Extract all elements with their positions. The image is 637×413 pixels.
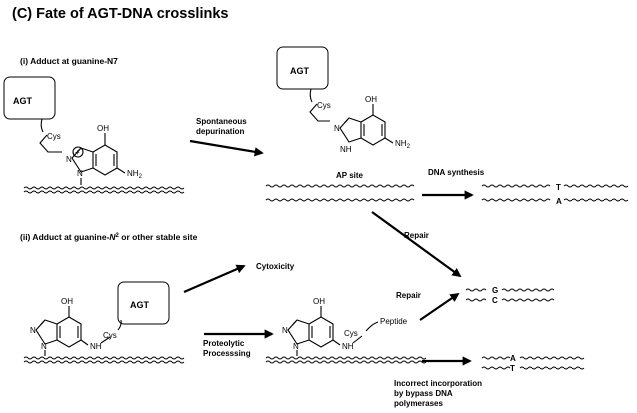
incorrect-label-2: by bypass DNA xyxy=(394,389,453,398)
incorrect-label-1: Incorrect incorporation xyxy=(394,379,482,388)
bypass-bottom-strand xyxy=(481,366,585,370)
peptide-label: Peptide xyxy=(380,317,408,326)
agt-protein-box-2 xyxy=(276,46,329,90)
n9-atom-label-3: N xyxy=(41,342,47,351)
dna-strand-ap-site xyxy=(265,184,415,202)
bypass-top-strand xyxy=(481,356,585,360)
repaired-top-strand xyxy=(465,288,555,292)
nh-label-2: NH xyxy=(90,342,102,351)
agt-label: AGT xyxy=(13,96,33,106)
cys-label-3: Cys xyxy=(103,331,117,340)
proteolytic-label-1: Proteolytic xyxy=(203,339,245,348)
repaired-base-top: G xyxy=(492,286,498,295)
cys-label: Cys xyxy=(47,132,61,141)
cytoxicity-arrow xyxy=(183,264,246,294)
oh-label-3: OH xyxy=(61,297,73,306)
repaired-base-bottom: C xyxy=(492,296,498,305)
dna-synthesis-top-strand xyxy=(481,184,629,188)
bypass-base-bottom: T xyxy=(510,364,515,373)
repair-arrow-ap xyxy=(371,211,462,278)
oh-label: OH xyxy=(97,124,109,133)
depurination-label-2: depurination xyxy=(196,127,245,136)
proteolytic-label-2: Processsing xyxy=(203,349,251,358)
dna-synthesis-bottom-strand xyxy=(481,198,629,202)
agt-label-3: AGT xyxy=(130,300,150,310)
dna-strand-n2 xyxy=(23,356,185,364)
nh-label: NH xyxy=(340,145,352,154)
agt-protein-box xyxy=(3,76,56,120)
repaired-bottom-strand xyxy=(465,298,555,302)
page-title: (C) Fate of AGT-DNA crosslinks xyxy=(12,6,228,22)
section-n2-label: (ii) Adduct at guanine-N2 or other stabl… xyxy=(20,232,198,242)
incorrect-label-3: polymerases xyxy=(394,399,443,408)
agt-label-2: AGT xyxy=(290,66,310,76)
n2-adduct-structure: AGT N OH N NH Cys xyxy=(30,281,170,356)
dna-strand-n7 xyxy=(23,186,185,194)
oh-label-4: OH xyxy=(313,297,325,306)
positive-charge-sign: + xyxy=(75,148,80,157)
amine-label: NH2 xyxy=(127,169,143,180)
n9-atom-label: N xyxy=(77,169,83,178)
peptide-adduct-structure: N OH N NH Cys Peptide xyxy=(282,297,408,356)
released-adduct-structure: AGT Cys N OH NH NH2 xyxy=(276,46,411,154)
nh-label-3: NH xyxy=(342,342,354,351)
synthesis-base-bottom: A xyxy=(556,197,562,206)
dna-strand-peptide xyxy=(265,356,427,364)
n9-atom-label-4: N xyxy=(293,342,299,351)
cytoxicity-label: Cytoxicity xyxy=(256,262,295,271)
repair-label-1: Repair xyxy=(404,231,429,240)
n7-atom-label-3: N xyxy=(30,326,36,335)
dna-synthesis-label: DNA synthesis xyxy=(428,168,485,177)
depurination-label-1: Spontaneous xyxy=(196,117,247,126)
positive-charge-icon xyxy=(72,146,84,158)
repair-label-2: Repair xyxy=(396,291,421,300)
ap-site-label: AP site xyxy=(336,171,364,180)
bypass-base-top: A xyxy=(510,354,516,363)
amine-label-2: NH2 xyxy=(395,139,411,150)
cys-label-2: Cys xyxy=(317,101,331,110)
repair-arrow-peptide xyxy=(419,292,460,321)
section-n7-label: (i) Adduct at guanine-N7 xyxy=(20,56,118,66)
agt-protein-box-3 xyxy=(117,281,170,325)
synthesis-base-top: T xyxy=(556,183,561,192)
cys-label-4: Cys xyxy=(344,329,358,338)
n7-atom-label-2: N xyxy=(334,124,340,133)
oh-label-2: OH xyxy=(365,95,377,104)
depurination-arrow xyxy=(189,139,264,157)
n7-atom-label: N xyxy=(66,155,72,164)
n7-adduct-structure: AGT Cys N + OH N NH2 xyxy=(3,76,143,185)
n7-atom-label-4: N xyxy=(282,326,288,335)
